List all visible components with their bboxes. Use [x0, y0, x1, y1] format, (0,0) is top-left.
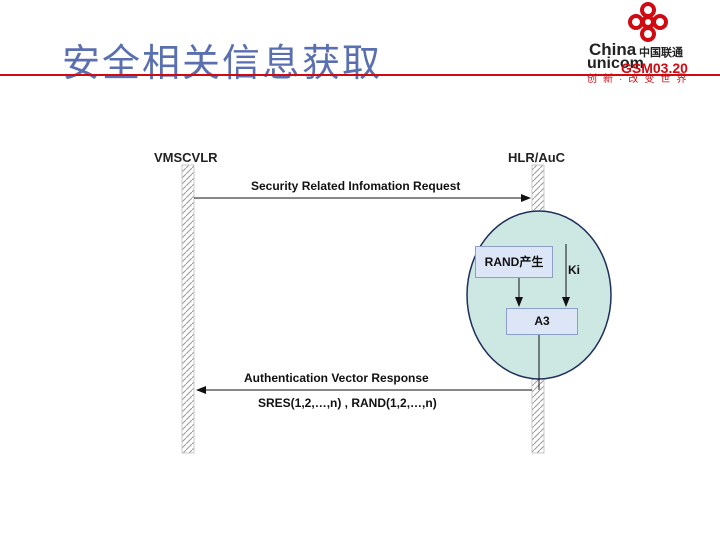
response-params-label: SRES(1,2,…,n) , RAND(1,2,…,n) [258, 396, 437, 410]
logo-cn-text: 中国联通 [639, 47, 683, 59]
logo-china-text: China [589, 40, 637, 59]
slide-title: 安全相关信息获取 [62, 41, 383, 85]
vlr-label: VMSCVLR [154, 150, 218, 165]
hlr-auc-label: HLR/AuC [508, 150, 566, 165]
rand-generator-box: RAND产生 [475, 246, 553, 278]
unicom-knot-icon [628, 2, 668, 42]
ki-label: Ki [568, 263, 580, 277]
logo-unicom-text: unicom [587, 55, 644, 72]
spec-code: GSM03.20 [621, 60, 688, 76]
china-unicom-logo: China 中国联通 unicom GSM03.20 创新·改变世界 [585, 2, 715, 85]
response-message-label: Authentication Vector Response [244, 371, 429, 385]
title-underline [0, 74, 720, 76]
vlr-lifeline [181, 164, 195, 454]
a3-box: A3 [506, 308, 578, 335]
logo-slogan: 创新·改变世界 [587, 74, 693, 85]
request-message-label: Security Related Infomation Request [251, 179, 461, 193]
